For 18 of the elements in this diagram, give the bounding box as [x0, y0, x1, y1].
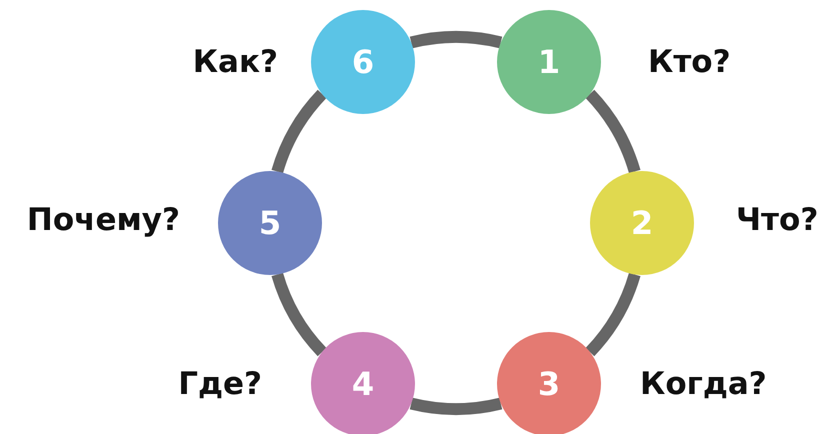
- step-number: 2: [630, 204, 654, 242]
- question-label: Что?: [736, 205, 818, 236]
- question-label: Когда?: [640, 369, 767, 400]
- ring-arc: [585, 90, 640, 174]
- ring-arc: [585, 272, 640, 356]
- step-number: 4: [352, 365, 374, 404]
- question-label: Кто?: [648, 47, 731, 78]
- ring-arc: [272, 272, 327, 356]
- ring-arc: [410, 31, 502, 48]
- question-label: Где?: [178, 369, 262, 400]
- step-number: 3: [538, 365, 560, 404]
- step-number: 5: [258, 204, 282, 242]
- question-label: Почему?: [26, 205, 180, 236]
- step-number: 1: [538, 42, 560, 81]
- ring-arc: [272, 90, 327, 174]
- step-number: 6: [352, 42, 374, 81]
- ring-arc: [410, 398, 502, 415]
- question-label: Как?: [192, 47, 278, 78]
